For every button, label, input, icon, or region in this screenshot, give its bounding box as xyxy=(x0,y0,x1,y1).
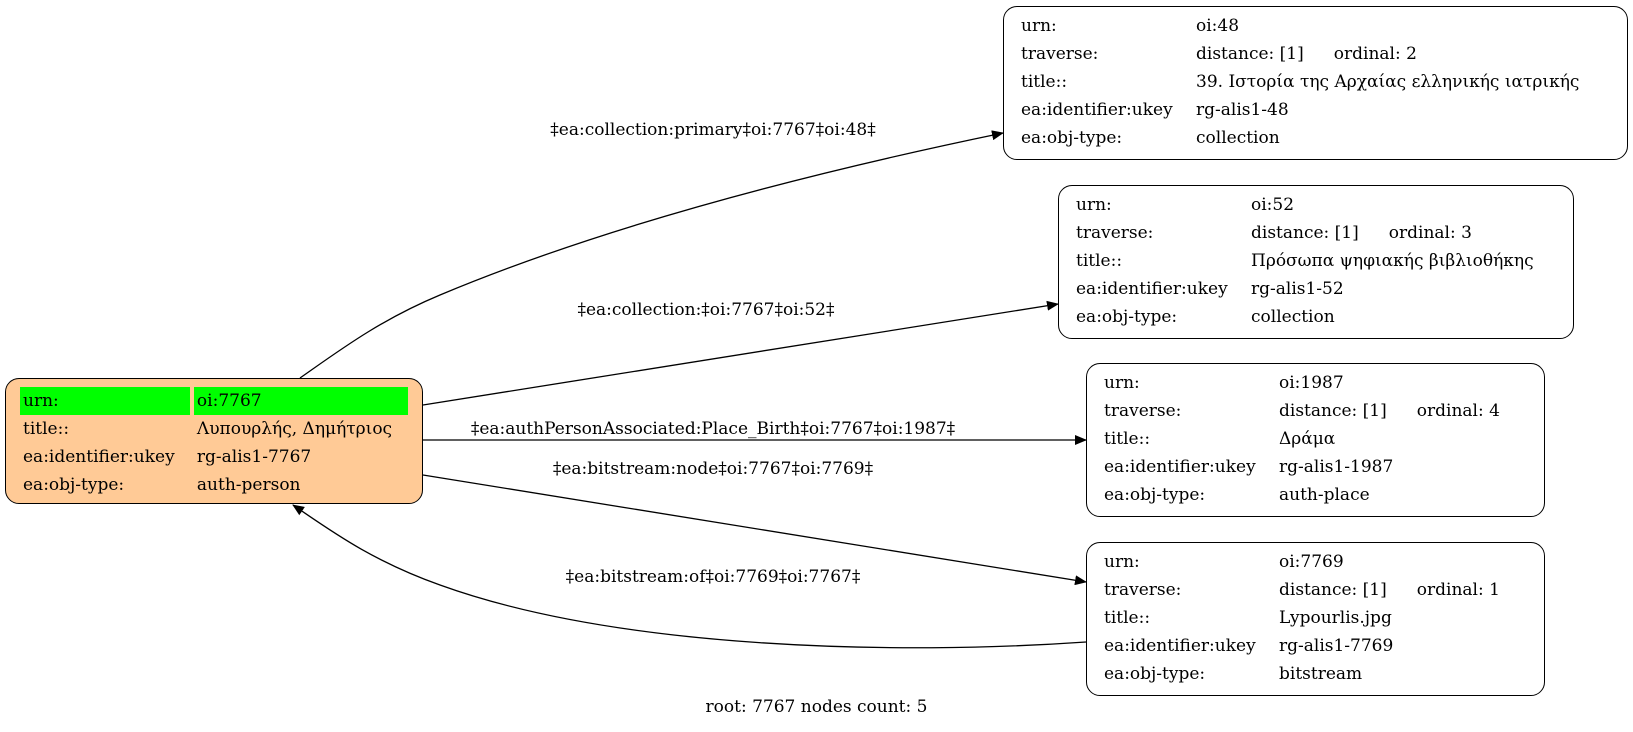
node-ordinal: ordinal: 3 xyxy=(1388,223,1472,243)
root-row-title: title:: Λυπουρλής, Δημήτριος xyxy=(20,415,408,443)
node-title-key: title:: xyxy=(1104,608,1151,628)
edge-to-oi-7769 xyxy=(422,474,1087,586)
node-traverse-key: traverse: xyxy=(1104,580,1182,600)
node-oi-48[interactable]: urn: oi:48 traverse: distance: [1] ordinal:… xyxy=(1003,6,1628,160)
node-type-key: ea:obj-type: xyxy=(1021,128,1123,148)
node-distance: distance: [1] xyxy=(1279,401,1387,421)
node-urn-key: urn: xyxy=(1076,195,1112,215)
root-urn-value: oi:7767 xyxy=(193,387,408,415)
node-ukey-key: ea:identifier:ukey xyxy=(1076,279,1228,299)
node-traverse-key: traverse: xyxy=(1021,44,1099,64)
node-type: collection xyxy=(1196,128,1280,148)
node-traverse: distance: [1] ordinal: 1 xyxy=(1276,576,1503,604)
node-type: auth-place xyxy=(1279,485,1370,505)
node-title: Lypourlis.jpg xyxy=(1279,608,1392,628)
node-oi-1987[interactable]: urn: oi:1987 traverse: distance: [1] ordina… xyxy=(1086,363,1545,517)
node-traverse: distance: [1] ordinal: 3 xyxy=(1248,219,1537,247)
node-type: bitstream xyxy=(1279,664,1363,684)
node-type: collection xyxy=(1251,307,1335,327)
root-type-value: auth-person xyxy=(196,475,301,495)
node-title-key: title:: xyxy=(1104,429,1151,449)
node-urn: oi:52 xyxy=(1251,195,1295,215)
root-title-key: title:: xyxy=(23,419,70,439)
node-traverse: distance: [1] ordinal: 2 xyxy=(1193,40,1582,68)
node-ukey-key: ea:identifier:ukey xyxy=(1104,636,1256,656)
edge-label-collection: ‡ea:collection:‡oi:7767‡oi:52‡ xyxy=(577,300,835,320)
node-oi-52[interactable]: urn: oi:52 traverse: distance: [1] ordinal:… xyxy=(1058,185,1574,339)
node-distance: distance: [1] xyxy=(1196,44,1304,64)
node-ukey: rg-alis1-52 xyxy=(1251,279,1344,299)
edge-back-to-root xyxy=(292,504,1087,649)
node-ukey: rg-alis1-7769 xyxy=(1279,636,1394,656)
node-urn: oi:7769 xyxy=(1279,552,1344,572)
node-distance: distance: [1] xyxy=(1251,223,1359,243)
node-traverse-key: traverse: xyxy=(1104,401,1182,421)
node-title-key: title:: xyxy=(1021,72,1068,92)
graph-caption: root: 7767 nodes count: 5 xyxy=(705,697,928,717)
node-traverse-key: traverse: xyxy=(1076,223,1154,243)
root-row-urn: urn: oi:7767 xyxy=(20,387,408,415)
node-urn: oi:48 xyxy=(1196,16,1240,36)
edge-to-oi-52 xyxy=(422,300,1059,406)
node-urn-key: urn: xyxy=(1104,552,1140,572)
node-type-key: ea:obj-type: xyxy=(1076,307,1178,327)
root-ukey-value: rg-alis1-7767 xyxy=(196,447,312,467)
edge-label-collection-primary: ‡ea:collection:primary‡oi:7767‡oi:48‡ xyxy=(550,120,876,140)
node-title: Πρόσωπα ψηφιακής βιβλιοθήκης xyxy=(1251,251,1534,271)
root-node[interactable]: urn: oi:7767 title:: Λυπουρλής, Δημήτριο… xyxy=(5,378,423,504)
root-row-ukey: ea:identifier:ukey rg-alis1-7767 xyxy=(20,443,408,471)
edge-label-bitstream-node: ‡ea:bitstream:node‡oi:7767‡oi:7769‡ xyxy=(553,459,874,479)
node-ukey-key: ea:identifier:ukey xyxy=(1104,457,1256,477)
node-ordinal: ordinal: 1 xyxy=(1416,580,1500,600)
node-ordinal: ordinal: 2 xyxy=(1333,44,1417,64)
node-urn: oi:1987 xyxy=(1279,373,1344,393)
node-ukey-key: ea:identifier:ukey xyxy=(1021,100,1173,120)
node-ukey: rg-alis1-48 xyxy=(1196,100,1289,120)
node-title: Δράμα xyxy=(1279,429,1336,449)
root-urn-key: urn: xyxy=(20,387,190,415)
edge-label-place-birth: ‡ea:authPersonAssociated:Place_Birth‡oi:… xyxy=(471,419,956,439)
node-title-key: title:: xyxy=(1076,251,1123,271)
node-urn-key: urn: xyxy=(1104,373,1140,393)
node-distance: distance: [1] xyxy=(1279,580,1387,600)
edge-label-bitstream-of: ‡ea:bitstream:of‡oi:7769‡oi:7767‡ xyxy=(566,567,861,587)
root-row-type: ea:obj-type: auth-person xyxy=(20,471,408,499)
root-ukey-key: ea:identifier:ukey xyxy=(23,447,175,467)
node-traverse: distance: [1] ordinal: 4 xyxy=(1276,397,1503,425)
node-ukey: rg-alis1-1987 xyxy=(1279,457,1394,477)
node-oi-7769[interactable]: urn: oi:7769 traverse: distance: [1] ordina… xyxy=(1086,542,1545,696)
node-type-key: ea:obj-type: xyxy=(1104,664,1206,684)
node-urn-key: urn: xyxy=(1021,16,1057,36)
root-title-value: Λυπουρλής, Δημήτριος xyxy=(196,419,393,439)
node-type-key: ea:obj-type: xyxy=(1104,485,1206,505)
root-type-key: ea:obj-type: xyxy=(23,475,125,495)
edge-to-oi-48 xyxy=(299,130,1004,379)
node-ordinal: ordinal: 4 xyxy=(1416,401,1500,421)
node-title: 39. Ιστορία της Αρχαίας ελληνικής ιατρικ… xyxy=(1196,72,1580,92)
